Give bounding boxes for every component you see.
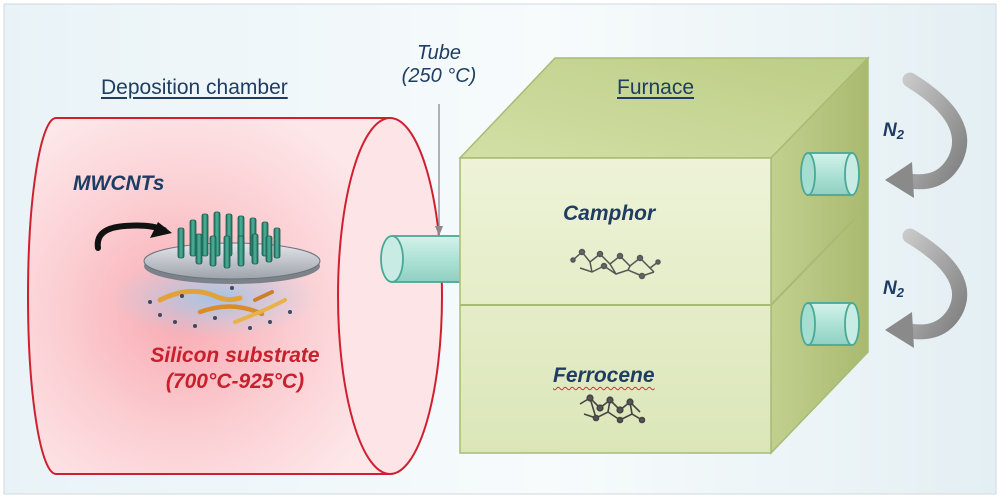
tube-label: Tube (250 °C) [386, 42, 492, 88]
furnace-divider-side [770, 204, 869, 306]
silicon-substrate-name: Silicon substrate [150, 344, 320, 367]
tube-temperature-label: (250 °C) [401, 65, 477, 87]
n2-lower-symbol: N [883, 278, 897, 299]
ferrocene-label: Ferrocene [553, 364, 655, 388]
deposition-chamber-label: Deposition chamber [101, 76, 288, 99]
mwcnts-label: MWCNTs [73, 172, 165, 195]
ferrocene-molecule [579, 394, 646, 424]
connecting-tube [380, 235, 463, 283]
n2-upper-symbol: N [883, 120, 897, 141]
camphor-molecule [570, 248, 661, 280]
substrate-temperature-label: (700°C-925°C) [165, 370, 305, 393]
nanotube-forest [177, 211, 281, 269]
camphor-label: Camphor [563, 202, 656, 225]
n2-upper-subscript: 2 [896, 127, 904, 142]
furnace-label: Furnace [617, 76, 695, 99]
ferrocene-label-text: Ferrocene [553, 364, 655, 387]
furnace-box [458, 56, 870, 455]
gas-inlet-upper [800, 152, 860, 196]
rotation-arrow [94, 222, 172, 251]
catalyst-particles [148, 286, 292, 330]
silicon-substrate-label: Silicon substrate (700°C-925°C) [120, 344, 350, 394]
tube-pointer [435, 104, 443, 236]
n2-flow-arrow-upper [885, 72, 968, 198]
n2-lower-subscript: 2 [896, 285, 904, 300]
n2-label-lower: N2 [883, 278, 904, 300]
gas-inlet-lower [800, 302, 860, 346]
n2-flow-arrow-lower [885, 228, 968, 348]
tube-name-label: Tube [416, 42, 462, 64]
n2-label-upper: N2 [883, 120, 904, 142]
